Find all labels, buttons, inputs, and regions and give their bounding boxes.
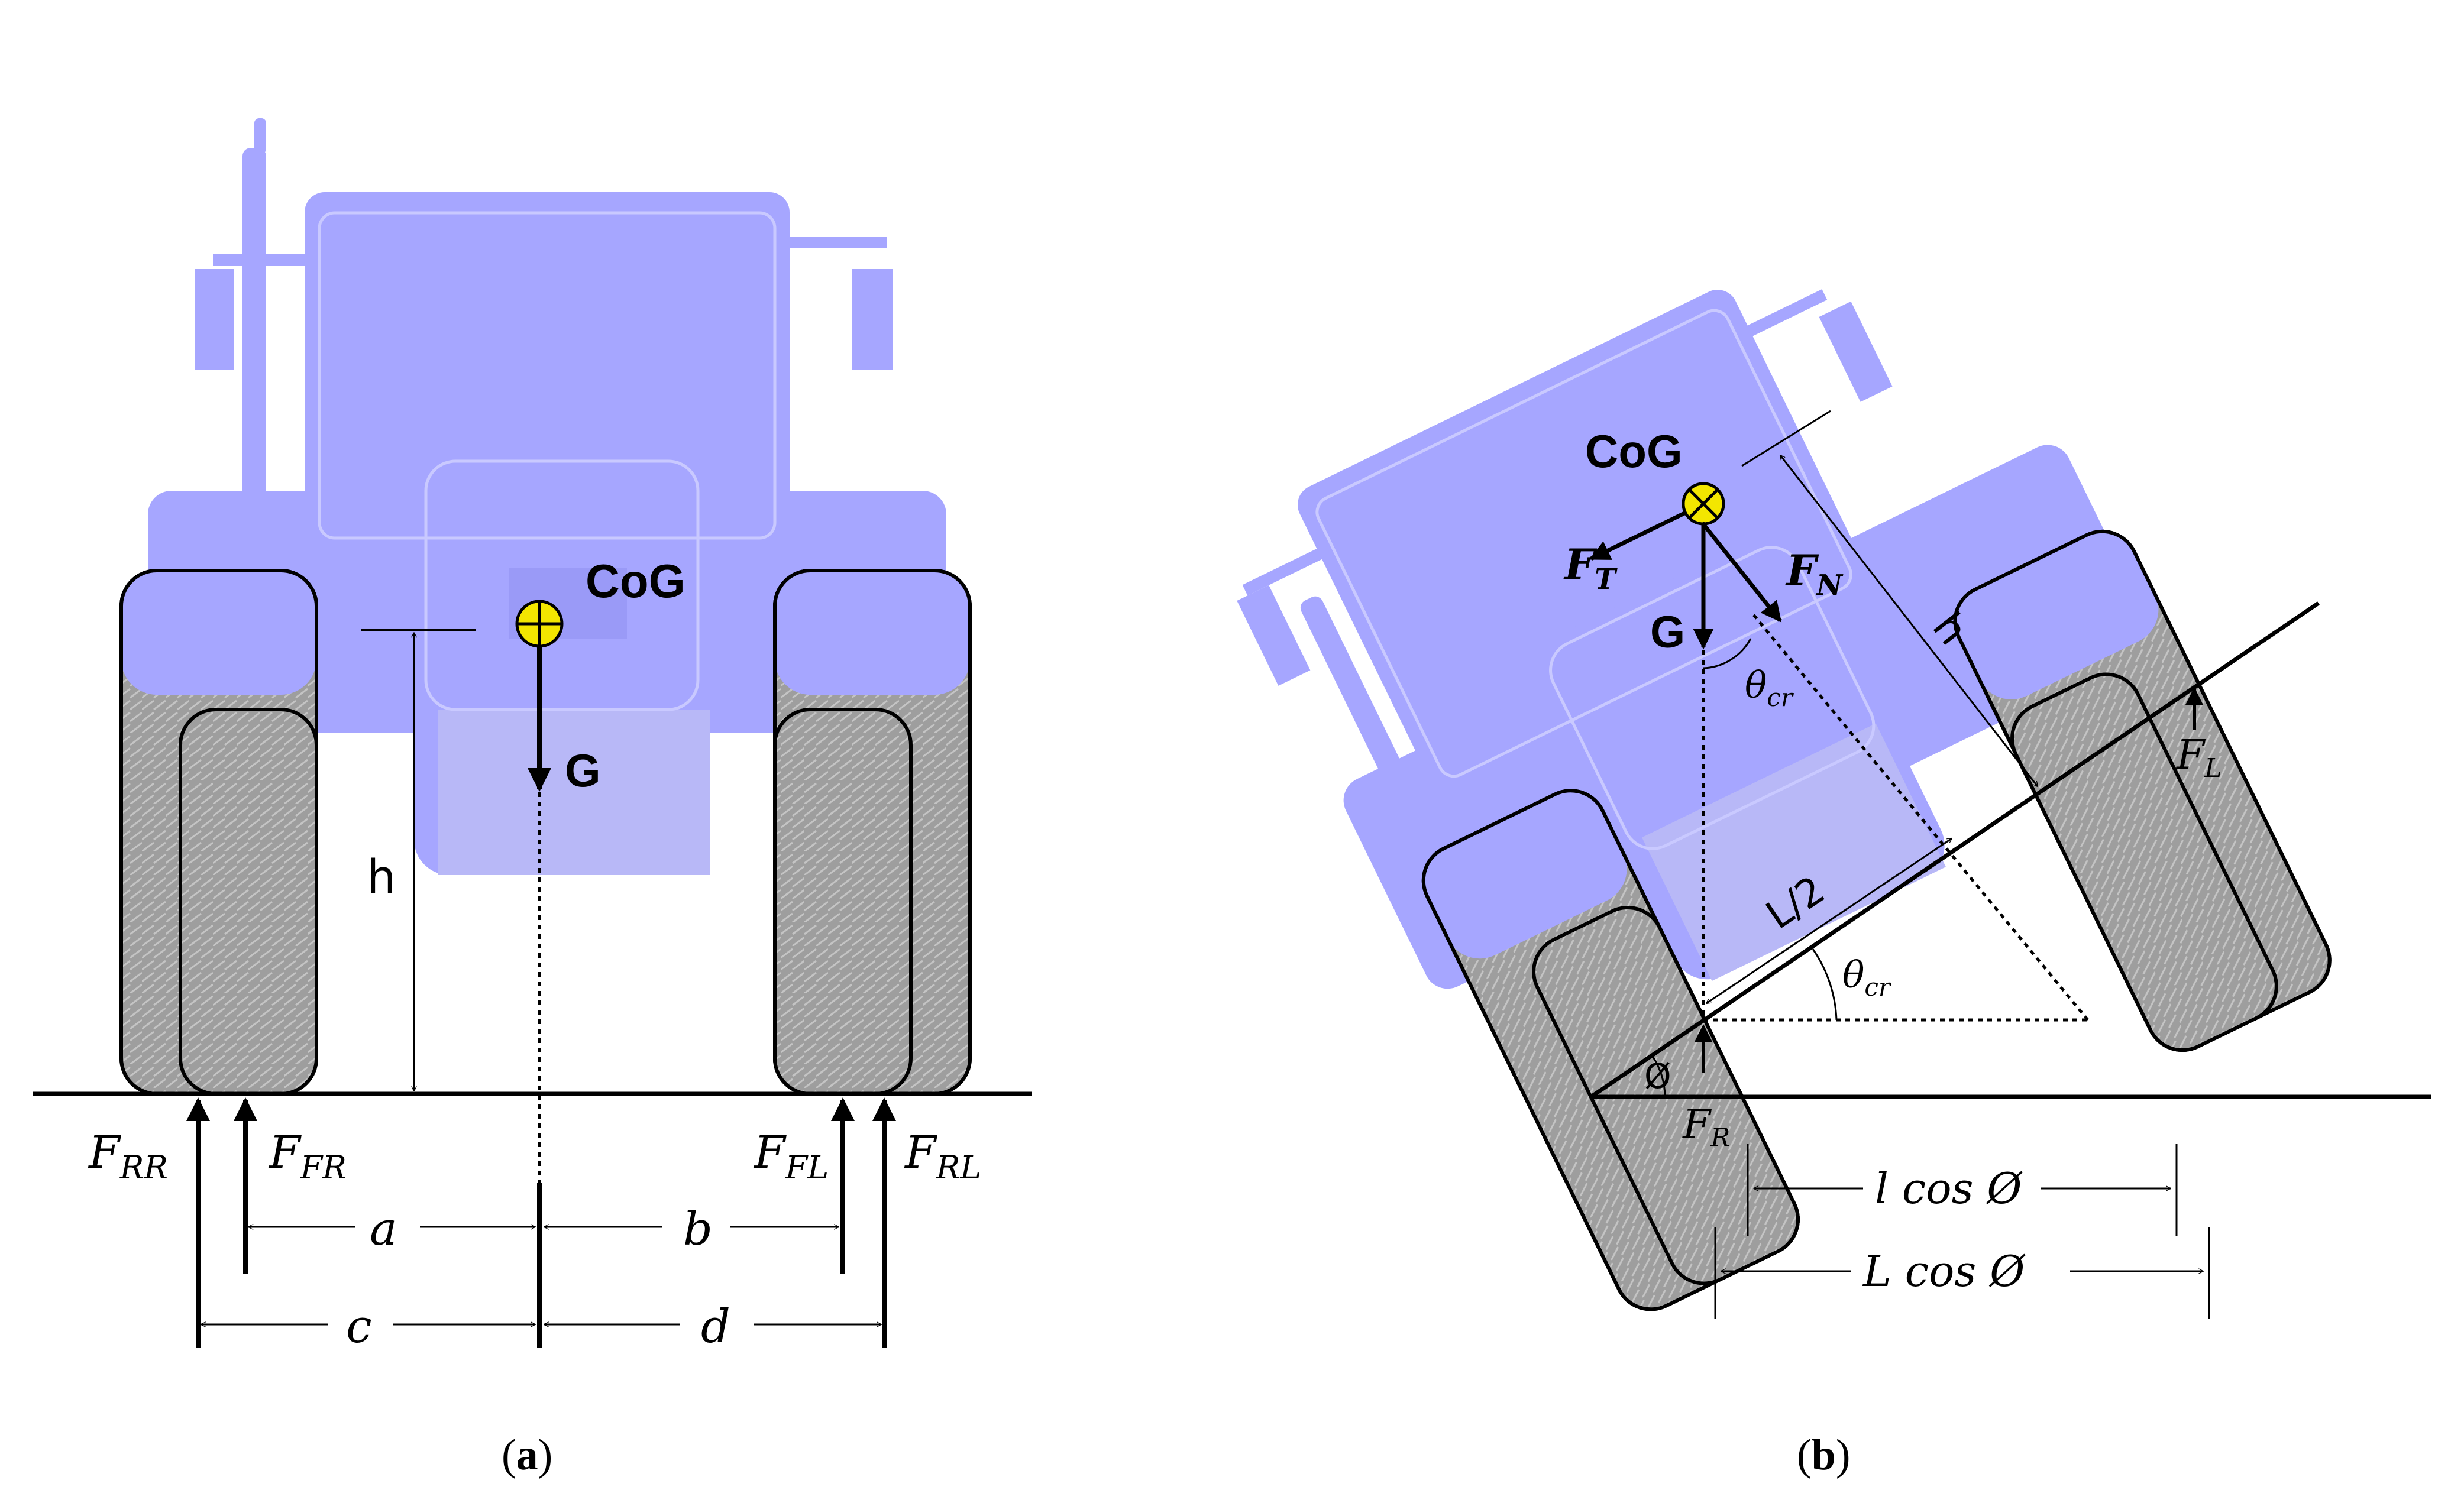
theta-arc-bottom xyxy=(1812,948,1838,1021)
half-track-dimension xyxy=(1706,837,1952,1005)
mirror-left-b xyxy=(1237,585,1311,686)
force-label-t: FT xyxy=(1563,539,1618,596)
mirror-arm-right xyxy=(787,237,887,248)
track-dimensions-b xyxy=(1714,1144,2210,1319)
dim-label-d: d xyxy=(701,1300,730,1353)
panel-b: Ø CoG G FT FN θcr L/2 h xyxy=(1237,289,2431,1479)
dim-label-a: a xyxy=(370,1203,397,1256)
slope-angle-label: Ø xyxy=(1644,1056,1671,1096)
left-tires xyxy=(119,569,318,1096)
force-label-rl: FRL xyxy=(904,1126,981,1186)
mirror-arm-left xyxy=(213,254,308,266)
cog-label-a: CoG xyxy=(586,555,685,607)
mirror-left xyxy=(195,269,234,370)
dim-label-b: b xyxy=(683,1203,713,1256)
cog-marker-a xyxy=(515,600,564,648)
right-tires xyxy=(773,569,972,1096)
front-grille xyxy=(438,710,710,875)
mirror-right xyxy=(852,269,893,370)
dim-label-short-track: l cos Ø xyxy=(1875,1164,2023,1213)
gravity-label-b: G xyxy=(1650,607,1685,657)
normal-force-arrow xyxy=(1700,521,1782,623)
force-label-r: FR xyxy=(1682,1102,1730,1153)
height-ref-line-b xyxy=(1741,410,1831,467)
dim-label-c: c xyxy=(346,1300,372,1353)
force-label-l: FL xyxy=(2175,732,2222,783)
force-label-fl: FFL xyxy=(753,1126,829,1186)
force-label-fr: FFR xyxy=(268,1126,347,1186)
slope-angle-arc xyxy=(1651,1055,1666,1097)
dim-label-long-track: L cos Ø xyxy=(1862,1246,2026,1296)
tangential-force-arrow xyxy=(1589,511,1686,561)
force-label-rr: FRR xyxy=(88,1126,168,1186)
theta-label-bottom: θcr xyxy=(1842,953,1892,1002)
gravity-label-a: G xyxy=(565,744,601,796)
cab-detail xyxy=(318,211,777,711)
panel-a: CoG G h FRR FFR FFL FRL xyxy=(33,118,1032,1479)
caption-a: (a) xyxy=(502,1431,552,1479)
caption-b: (b) xyxy=(1797,1431,1850,1479)
tire-front-right xyxy=(179,708,318,1096)
slope-line xyxy=(1590,601,2320,1099)
track-dimensions-a xyxy=(201,1227,881,1324)
mirror-right-b xyxy=(1819,301,1893,402)
cog-label-b: CoG xyxy=(1585,425,1683,477)
theta-arc-top xyxy=(1703,638,1752,669)
reaction-arrows-a xyxy=(186,1097,896,1348)
tire-front-left xyxy=(773,708,913,1096)
tractor-tilted xyxy=(1237,289,2332,1311)
height-label-a: h xyxy=(367,851,396,904)
height-dimension-b xyxy=(1780,455,2038,786)
cog-marker-b xyxy=(1682,482,1725,526)
